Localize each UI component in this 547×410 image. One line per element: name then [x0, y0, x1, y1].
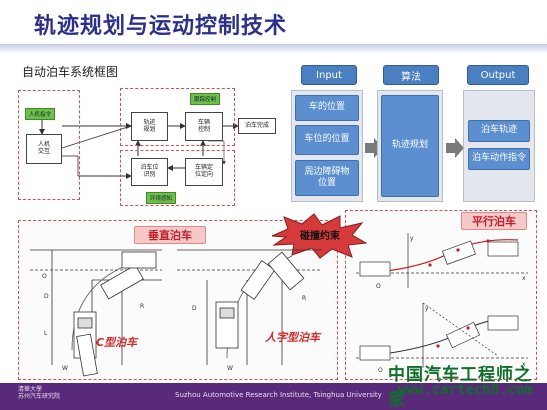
svg-text:R: R [302, 295, 306, 302]
parallel-diagram: y x y x O O [356, 233, 528, 374]
footer-logo-line2: 苏州汽车研究院 [18, 393, 61, 401]
page-title: 轨迹规划与运动控制技术 [34, 14, 288, 39]
perpendicular-diagram: O D L W R D R W [30, 249, 322, 377]
input-car-position: 车的位置 [295, 95, 359, 121]
svg-text:O: O [378, 367, 383, 374]
input-slot-position: 车位的位置 [295, 125, 359, 155]
human-input-tag: 人机指令 [25, 108, 56, 120]
input-header: Input [301, 65, 357, 85]
watermark-url: www.cartech8.com [398, 382, 533, 398]
arrow-to-output [446, 138, 464, 158]
svg-text:y: y [425, 305, 429, 312]
output-column [463, 90, 535, 202]
algo-trajectory: 轨迹规划 [381, 95, 439, 197]
trajectory-plan-box: 轨迹 规划 [131, 112, 168, 141]
c-type-label: C型泊车 [96, 336, 138, 349]
position-detect-box: 泊车位 识别 [131, 158, 168, 186]
input-obstacles: 周边障碍物位置 [295, 160, 359, 196]
hmi-box: 人机 交互 [26, 134, 62, 164]
flow-connectors [39, 120, 239, 179]
output-trajectory: 泊车轨迹 [468, 120, 530, 142]
control-zone [120, 88, 235, 146]
human-type-label: 人字型泊车 [265, 331, 320, 344]
svg-text:D: D [192, 305, 197, 312]
footer-bar [0, 383, 547, 410]
output-header: Output [467, 65, 529, 85]
perpendicular-label: 垂直泊车 [134, 226, 206, 244]
svg-text:W: W [227, 365, 233, 372]
output-commands: 泊车动作指令 [468, 148, 530, 170]
svg-text:W: W [62, 365, 68, 372]
title-rule [0, 44, 547, 54]
perception-zone [120, 150, 235, 206]
footer-logo-line1: 清華大學 [18, 386, 43, 393]
svg-text:y: y [410, 235, 414, 242]
watermark-cn: 中国汽车工程师之家 [388, 365, 532, 410]
collision-constraint-burst [271, 213, 368, 259]
svg-text:D: D [44, 293, 49, 300]
svg-text:L: L [44, 330, 48, 337]
environment-tag: 环境感知 [146, 192, 177, 204]
parking-done-box: 泊车完成 [238, 118, 276, 134]
algo-header: 算法 [383, 65, 439, 85]
vehicle-control-box: 车辆 控制 [185, 112, 223, 141]
parallel-label: 平行泊车 [461, 212, 527, 230]
svg-text:x: x [522, 361, 526, 368]
footer-logo: 清華大學 苏州汽车研究院 [18, 386, 60, 400]
vehicle-locate-box: 车辆定 位定向 [185, 158, 223, 186]
diagram-subtitle: 自动泊车系统框图 [22, 65, 119, 79]
svg-text:x: x [522, 275, 526, 282]
parking-system-flow: 人机指令 人机 交互 轨迹 规划 车辆 控制 泊车完成 泊车位 识别 车辆定 位… [18, 86, 288, 210]
tracking-tag: 跟踪控制 [190, 93, 221, 105]
collision-constraint-label: 碰撞约束 [300, 231, 340, 242]
svg-text:O: O [42, 273, 47, 280]
svg-text:O: O [376, 283, 381, 290]
footer-institute: Suzhou Automotive Research Institute, Ts… [175, 391, 382, 399]
perpendicular-panel [18, 220, 338, 380]
svg-text:R: R [140, 303, 144, 310]
hmi-zone [18, 90, 80, 200]
